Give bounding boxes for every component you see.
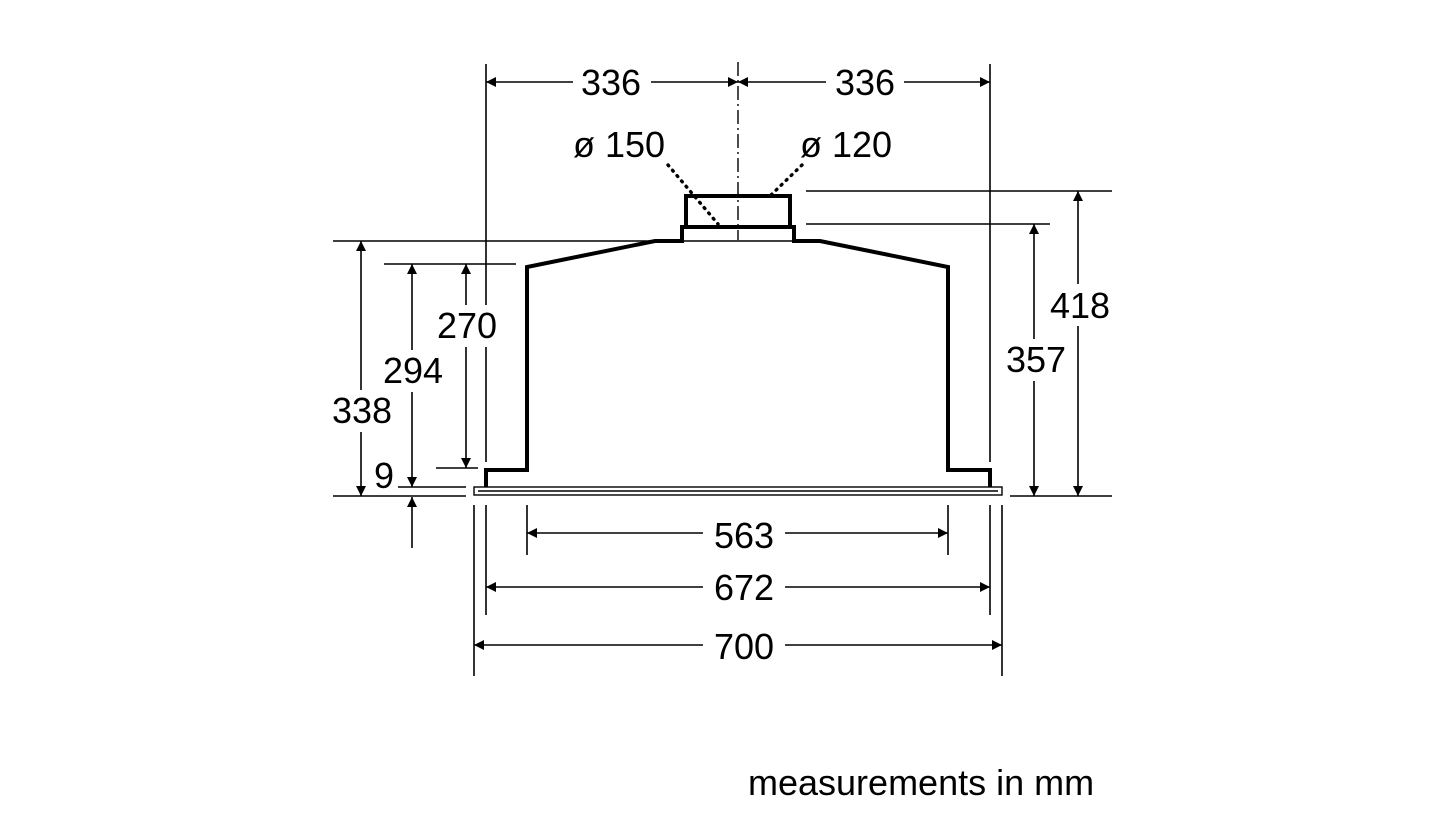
leader-120 <box>768 163 804 198</box>
hood-outline <box>473 194 1003 496</box>
leader-150 <box>666 163 720 226</box>
dim-338: 338 <box>328 241 394 496</box>
dim-label-d120: ø 120 <box>800 124 892 165</box>
dim-label-336-right: 336 <box>835 62 895 103</box>
units-caption: measurements in mm <box>748 762 1095 803</box>
dim-418: 418 <box>1046 191 1112 496</box>
dim-label-700: 700 <box>714 626 774 667</box>
dim-label-270: 270 <box>437 305 497 346</box>
dim-label-418: 418 <box>1050 285 1110 326</box>
dim-label-672: 672 <box>714 567 774 608</box>
dim-label-294: 294 <box>383 350 443 391</box>
bottom-frame <box>473 486 1003 496</box>
dim-label-336-left: 336 <box>581 62 641 103</box>
dim-270: 270 <box>433 264 501 468</box>
dim-294: 294 <box>380 264 446 487</box>
extension-lines <box>333 64 1112 676</box>
dim-9: 9 <box>374 455 417 548</box>
dim-700: 700 <box>474 625 1002 667</box>
dim-top-left: 336 <box>486 62 738 103</box>
dim-label-357: 357 <box>1006 339 1066 380</box>
dim-label-338: 338 <box>332 390 392 431</box>
dim-563: 563 <box>527 513 948 556</box>
dim-label-9: 9 <box>374 455 394 496</box>
dim-357: 357 <box>1002 224 1068 496</box>
dim-label-d150: ø 150 <box>573 124 665 165</box>
hood-body <box>484 225 992 487</box>
dim-top-right: 336 <box>738 62 990 103</box>
dim-label-563: 563 <box>714 515 774 556</box>
dim-672: 672 <box>486 567 990 608</box>
